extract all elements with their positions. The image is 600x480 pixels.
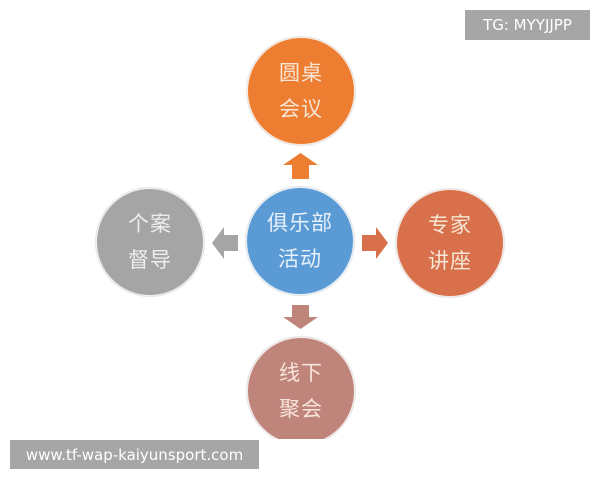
watermark-url-text: www.tf-wap-kaiyunsport.com [25, 445, 244, 464]
node-label-line: 会议 [279, 97, 323, 121]
arrow-up-icon [283, 153, 318, 179]
node-label-line: 专家 [428, 213, 472, 237]
node-case-supervision: 个案 督导 [96, 188, 204, 296]
arrow-right-icon [362, 227, 388, 259]
diagram-canvas: 圆桌 会议 俱乐部 活动 个案 督导 专家 讲座 线下 聚会 [96, 37, 504, 439]
node-label-line: 活动 [278, 247, 322, 271]
watermark-tg-text: TG: MYYJJPP [483, 16, 572, 34]
node-label-line: 讲座 [428, 249, 472, 273]
node-expert-lecture: 专家 讲座 [396, 189, 504, 297]
node-label-line: 俱乐部 [267, 211, 333, 235]
node-roundtable-meeting: 圆桌 会议 [247, 37, 355, 145]
arrow-down-icon [283, 305, 318, 329]
node-offline-gathering: 线下 聚会 [247, 337, 355, 439]
node-label-line: 个案 [128, 212, 172, 236]
watermark-tg-label: TG: MYYJJPP [465, 10, 590, 40]
node-label-line: 聚会 [279, 397, 323, 421]
node-label-line: 圆桌 [279, 61, 323, 85]
node-label-line: 督导 [128, 248, 172, 272]
node-club-activity: 俱乐部 活动 [246, 187, 354, 295]
node-label-line: 线下 [279, 361, 323, 385]
arrow-left-icon [212, 227, 238, 259]
watermark-url-label: www.tf-wap-kaiyunsport.com [10, 440, 259, 469]
